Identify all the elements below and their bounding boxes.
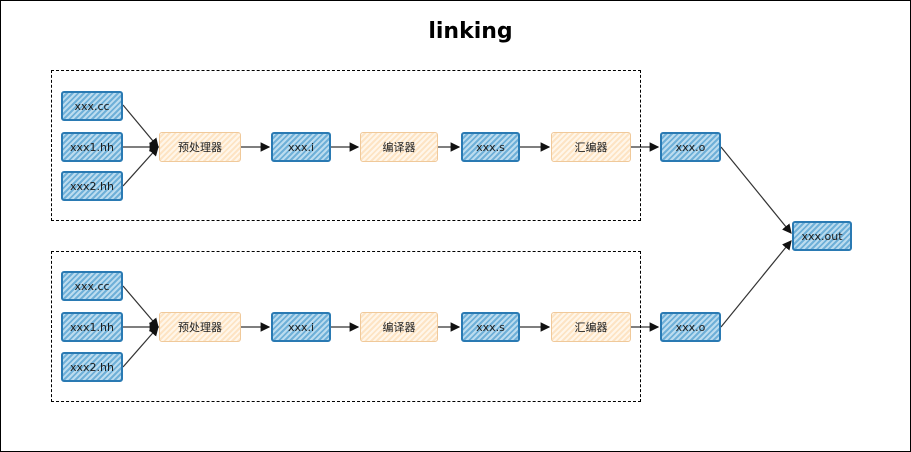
preprocessed-file-1[interactable]: xxx.i (271, 132, 331, 162)
object-file-1[interactable]: xxx.o (660, 132, 721, 162)
preprocessor-2[interactable]: 预处理器 (159, 312, 241, 342)
assembler-2[interactable]: 汇编器 (551, 312, 631, 342)
edge-hh2-to-preprocessor-2 (122, 326, 159, 368)
assembler-1[interactable]: 汇编器 (551, 132, 631, 162)
source-file-cc-1[interactable]: xxx.cc (61, 91, 123, 121)
compiler-2[interactable]: 编译器 (360, 312, 438, 342)
assembly-file-1[interactable]: xxx.s (461, 132, 520, 162)
edge-cc-to-preprocessor-2 (122, 285, 159, 328)
compile-unit-group-2 (51, 251, 641, 402)
header-file-hh2-1[interactable]: xxx2.hh (61, 171, 123, 201)
edge-o2-to-out (720, 240, 792, 328)
header-file-hh2-2[interactable]: xxx2.hh (61, 352, 123, 382)
compiler-1[interactable]: 编译器 (360, 132, 438, 162)
diagram-title: linking (428, 19, 513, 44)
source-file-cc-2[interactable]: xxx.cc (61, 271, 123, 301)
linked-output-file[interactable]: xxx.out (792, 221, 852, 251)
edge-cc-to-preprocessor-1 (122, 104, 159, 148)
header-file-hh1-1[interactable]: xxx1.hh (61, 132, 123, 162)
edge-hh2-to-preprocessor-1 (122, 146, 159, 187)
assembly-file-2[interactable]: xxx.s (461, 312, 520, 342)
object-file-2[interactable]: xxx.o (660, 312, 721, 342)
compile-unit-group-1 (51, 70, 641, 221)
preprocessed-file-2[interactable]: xxx.i (271, 312, 331, 342)
edge-o1-to-out (720, 146, 792, 234)
preprocessor-1[interactable]: 预处理器 (159, 132, 241, 162)
header-file-hh1-2[interactable]: xxx1.hh (61, 312, 123, 342)
